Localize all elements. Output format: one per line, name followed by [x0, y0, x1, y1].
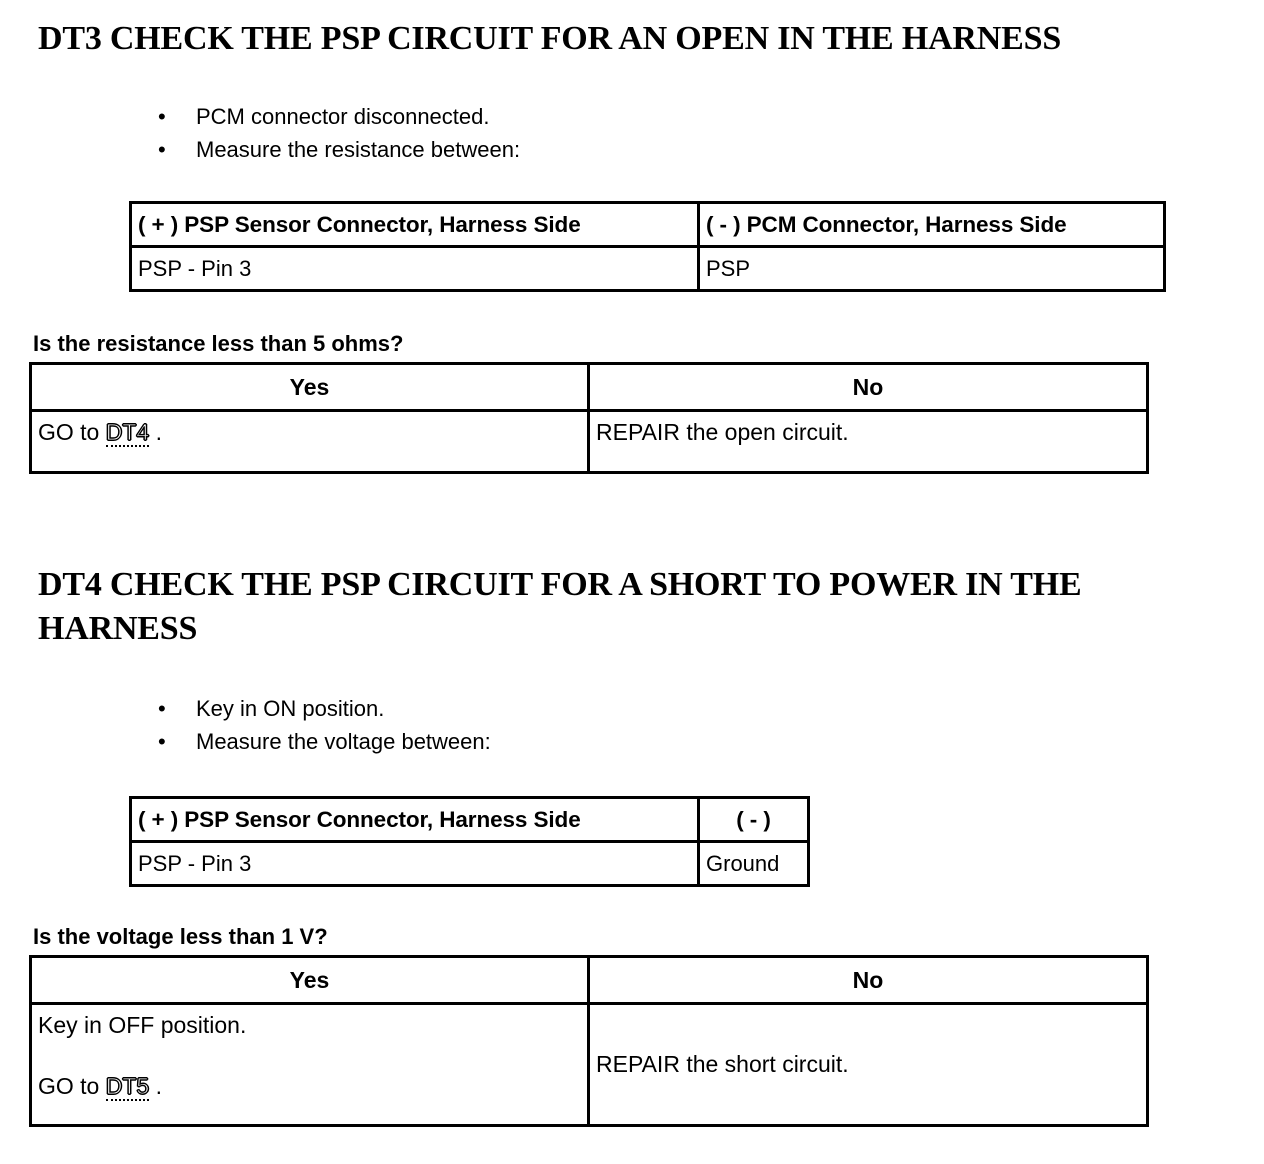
goto-prefix: GO to: [38, 419, 106, 445]
measure-header-positive: ( + ) PSP Sensor Connector, Harness Side: [129, 796, 700, 843]
goto-prefix: GO to: [38, 1073, 106, 1099]
decision-header-yes: Yes: [29, 955, 590, 1005]
table-row: PSP - Pin 3 Ground: [129, 840, 810, 887]
bullet-list-dt4: • Key in ON position. • Measure the volt…: [148, 692, 491, 758]
measure-value-positive: PSP - Pin 3: [129, 245, 700, 292]
decision-header-no: No: [587, 955, 1149, 1005]
section-heading-dt4: DT4 CHECK THE PSP CIRCUIT FOR A SHORT TO…: [38, 566, 1082, 647]
bullet-text: PCM connector disconnected.: [196, 104, 490, 129]
bullet-item: • PCM connector disconnected.: [148, 100, 520, 133]
bullet-text: Key in ON position.: [196, 696, 385, 721]
xref-link-dt5[interactable]: DT5: [105, 1073, 150, 1102]
bullet-dot-icon: •: [158, 104, 166, 129]
table-row: ( + ) PSP Sensor Connector, Harness Side…: [129, 796, 810, 843]
decision-table-dt3: Yes No GO to DT4 . REPAIR the open circu…: [29, 362, 1149, 474]
bullet-list-dt3: • PCM connector disconnected. • Measure …: [148, 100, 520, 166]
measure-value-negative: PSP: [697, 245, 1166, 292]
measure-value-negative: Ground: [697, 840, 810, 887]
decision-cell-no: REPAIR the short circuit.: [587, 1002, 1149, 1127]
bullet-dot-icon: •: [158, 729, 166, 754]
bullet-item: • Measure the resistance between:: [148, 133, 520, 166]
table-row: Yes No: [29, 955, 1149, 1005]
bullet-item: • Key in ON position.: [148, 692, 491, 725]
decision-header-no: No: [587, 362, 1149, 412]
bullet-text: Measure the voltage between:: [196, 729, 491, 754]
table-row: Key in OFF position. GO to DT5 . REPAIR …: [29, 1002, 1149, 1127]
decision-cell-yes: GO to DT4 .: [29, 409, 590, 474]
table-row: GO to DT4 . REPAIR the open circuit.: [29, 409, 1149, 474]
measure-header-positive: ( + ) PSP Sensor Connector, Harness Side: [129, 201, 700, 248]
decision-cell-no: REPAIR the open circuit.: [587, 409, 1149, 474]
decision-header-yes: Yes: [29, 362, 590, 412]
decision-cell-yes: Key in OFF position. GO to DT5 .: [29, 1002, 590, 1127]
key-off-instruction: Key in OFF position.: [38, 1012, 247, 1038]
bullet-dot-icon: •: [158, 696, 166, 721]
question-label-dt4: Is the voltage less than 1 V?: [33, 924, 328, 949]
spacer: [38, 1039, 581, 1073]
bullet-dot-icon: •: [158, 137, 166, 162]
xref-link-dt4[interactable]: DT4: [105, 419, 150, 448]
measure-header-negative: ( - ): [697, 796, 810, 843]
table-row: ( + ) PSP Sensor Connector, Harness Side…: [129, 201, 1166, 248]
goto-suffix: .: [149, 1073, 162, 1099]
measurement-table-dt4: ( + ) PSP Sensor Connector, Harness Side…: [129, 796, 810, 887]
table-row: Yes No: [29, 362, 1149, 412]
measure-value-positive: PSP - Pin 3: [129, 840, 700, 887]
goto-suffix: .: [149, 419, 162, 445]
goto-instruction: GO to DT5 .: [38, 1073, 581, 1102]
goto-instruction: GO to DT4 .: [38, 419, 162, 448]
decision-table-dt4: Yes No Key in OFF position. GO to DT5 . …: [29, 955, 1149, 1127]
measure-header-negative: ( - ) PCM Connector, Harness Side: [697, 201, 1166, 248]
bullet-text: Measure the resistance between:: [196, 137, 521, 162]
section-heading-dt3: DT3 CHECK THE PSP CIRCUIT FOR AN OPEN IN…: [38, 20, 1062, 57]
measurement-table-dt3: ( + ) PSP Sensor Connector, Harness Side…: [129, 201, 1166, 292]
question-label-dt3: Is the resistance less than 5 ohms?: [33, 331, 404, 356]
table-row: PSP - Pin 3 PSP: [129, 245, 1166, 292]
bullet-item: • Measure the voltage between:: [148, 725, 491, 758]
